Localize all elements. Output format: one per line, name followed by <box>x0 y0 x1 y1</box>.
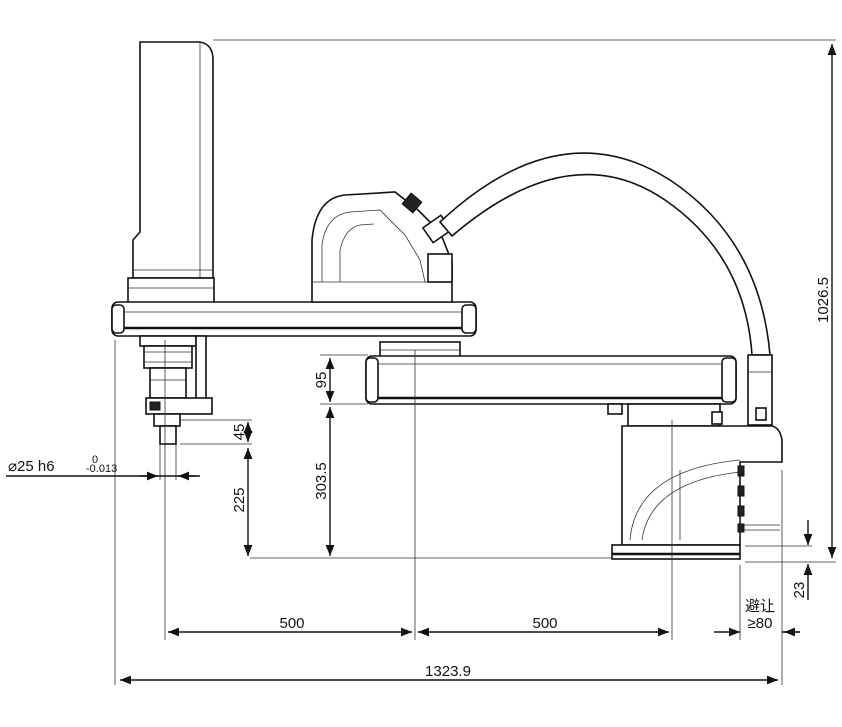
dim-arm2-length: 500 <box>532 615 557 632</box>
shaft-diameter: ⌀25 h6 <box>8 458 55 475</box>
base-body <box>621 425 783 546</box>
dim-stroke-303: 303.5 <box>313 462 330 500</box>
tool-shaft <box>159 425 177 445</box>
column-foot <box>127 277 215 305</box>
spindle-lower <box>149 367 187 399</box>
base-plate <box>611 544 741 560</box>
robot-outline <box>111 41 783 560</box>
dim-total-height: 1026.5 <box>815 277 832 323</box>
dim-total-width: 1323.9 <box>425 663 471 680</box>
shaft-tol-lower: -0.013 <box>86 463 117 475</box>
dim-clearance-label: 避让 <box>745 598 775 615</box>
elbow-housing <box>311 191 453 303</box>
first-arm <box>111 301 477 337</box>
dim-stroke-225: 225 <box>231 487 248 512</box>
dimension-labels: 1026.5 1323.9 500 500 95 303.5 225 45 23… <box>8 277 832 680</box>
dimension-lines <box>6 44 837 685</box>
extension-lines <box>114 39 836 685</box>
dim-arm-thickness: 95 <box>313 372 330 389</box>
dim-arm1-length: 500 <box>279 615 304 632</box>
dim-clearance-value: ≥80 <box>748 615 773 632</box>
shaft-tol-upper: 0 <box>92 454 98 466</box>
dim-base-offset: 23 <box>791 582 808 599</box>
cable-hose <box>438 152 771 356</box>
column-body <box>132 41 214 279</box>
spindle-upper <box>143 345 193 369</box>
dim-tool-45: 45 <box>231 424 248 441</box>
